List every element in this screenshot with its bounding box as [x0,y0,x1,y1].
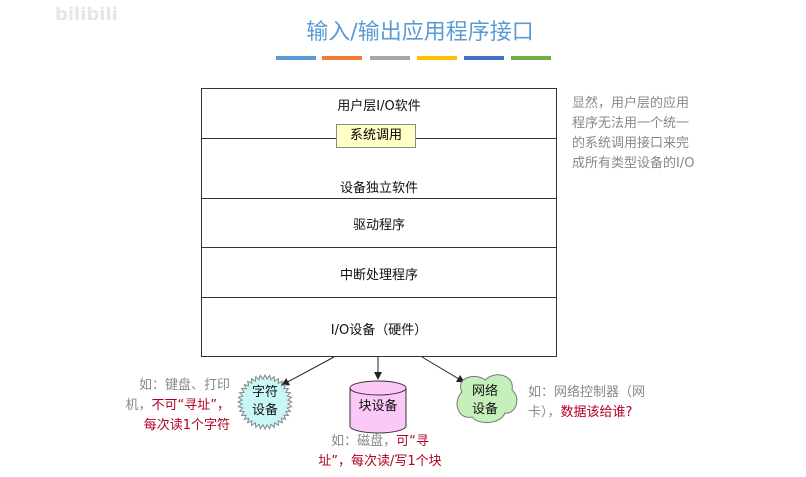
note-highlight: 每次读1个字符 [143,418,230,433]
layer-stack [201,88,557,357]
note-line: 显然，用户层的应用 [572,96,690,111]
accent-bar [276,56,316,60]
block-device-note: 如：磁盘，可“寻 址”，每次读/写1个块 [300,432,460,472]
note-line: 的系统调用接口来完 [572,136,690,151]
note-text: 卡）， [528,405,561,420]
label-line: 网络 [471,384,498,399]
accent-bar [322,56,362,60]
syscall-box: 系统调用 [336,124,416,148]
label-line: 字符 [251,385,278,400]
note-text: 如：磁盘， [331,434,397,449]
note-highlight: 不可“寻址”， [151,398,230,413]
arrow-char [281,356,335,386]
note-highlight: 可“寻 [396,434,429,449]
divider [201,297,557,298]
layer-hardware: I/O设备（硬件） [330,323,428,338]
divider [201,198,557,199]
char-device-starburst [236,373,294,431]
layer-device-independent: 设备独立软件 [339,181,418,196]
page-title: 输入/输出应用程序接口 [306,20,534,45]
char-device-note: 如：键盘、打印 机，不可“寻址”， 每次读1个字符 [110,376,231,436]
layer-user-io: 用户层I/O软件 [337,99,421,114]
net-device-shape [456,374,518,423]
accent-bar [464,56,504,60]
watermark-logo: bilibili [55,4,118,25]
accent-bar [370,56,410,60]
block-device-shape [349,380,407,434]
block-device-label: 块设备 [358,399,398,414]
char-device-label: 字符设备 [240,384,290,420]
note-highlight: 数据该给谁? [560,405,633,420]
note-text: 机， [125,398,152,413]
char-device-shape [236,373,294,431]
note-line: 如：键盘、打印 [138,378,230,393]
divider [201,247,557,248]
net-device-label: 网络设备 [460,383,510,419]
accent-bar [417,56,457,60]
note-line: 如：网络控制器（网 [528,385,646,400]
label-line: 设备 [471,402,498,417]
label-line: 设备 [251,403,278,418]
net-device-note: 如：网络控制器（网 卡），数据该给谁? [528,383,668,423]
side-note: 显然，用户层的应用 程序无法用一个统一 的系统调用接口来完 成所有类型设备的I/… [572,94,694,174]
note-line: 成所有类型设备的I/O [572,156,695,171]
note-highlight: 址”，每次读/写1个块 [318,454,442,469]
layer-interrupt: 中断处理程序 [339,268,418,283]
arrow-net [421,356,465,383]
note-line: 程序无法用一个统一 [572,116,690,131]
layer-driver: 驱动程序 [352,218,405,233]
accent-bar [511,56,551,60]
